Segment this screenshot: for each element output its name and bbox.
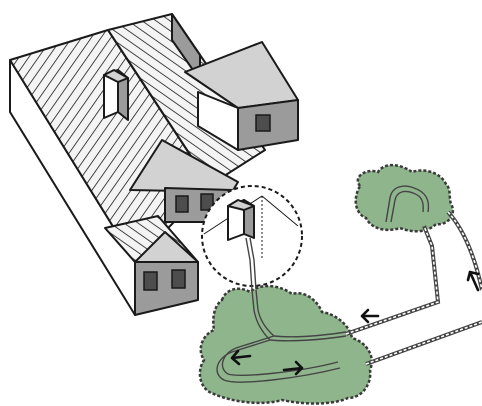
- heat-pump-detail-circle: [202, 186, 302, 290]
- arrow-icon: [468, 272, 478, 290]
- rear-ground-loop-field: [356, 165, 453, 231]
- chimney: [104, 70, 128, 120]
- window: [144, 272, 157, 290]
- supply-line: [346, 226, 438, 334]
- window: [172, 270, 185, 288]
- return-line: [366, 212, 482, 364]
- front-ground-loop-field: [200, 286, 372, 403]
- arrow-icon: [362, 310, 378, 322]
- window: [256, 115, 270, 131]
- heat-pump-unit-icon: [228, 200, 254, 240]
- window: [176, 196, 188, 212]
